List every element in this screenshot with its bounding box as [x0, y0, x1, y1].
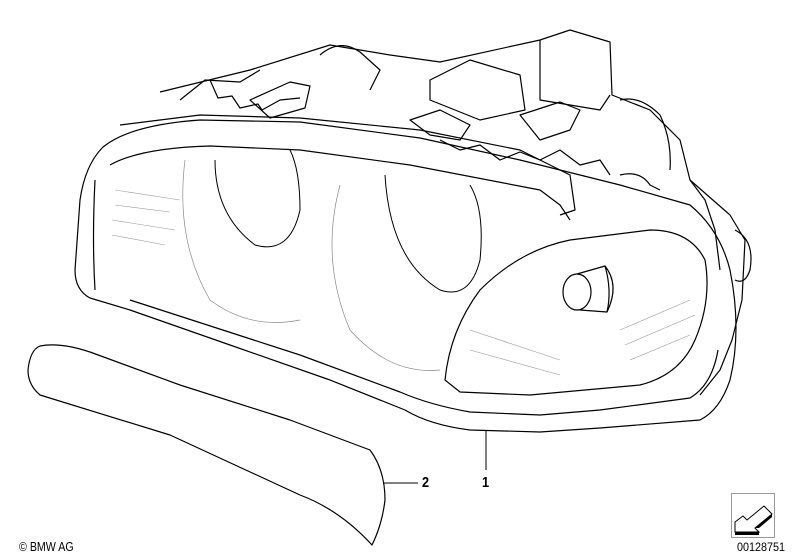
trim-strip	[27, 344, 386, 546]
headlight-housing-back	[159, 29, 752, 396]
image-number: 00128751	[737, 540, 786, 554]
navigation-arrow-button[interactable]	[731, 493, 775, 538]
arrow-down-left-icon	[734, 505, 773, 535]
copyright-text: © BMW AG	[19, 539, 74, 554]
indicator-bulb	[562, 265, 614, 313]
callout-2[interactable]: 2	[422, 474, 430, 491]
headlight-lens	[74, 114, 737, 433]
callout-1[interactable]: 1	[482, 474, 490, 491]
reflector-bowls	[182, 149, 482, 371]
lens-pattern-lines	[111, 189, 696, 376]
